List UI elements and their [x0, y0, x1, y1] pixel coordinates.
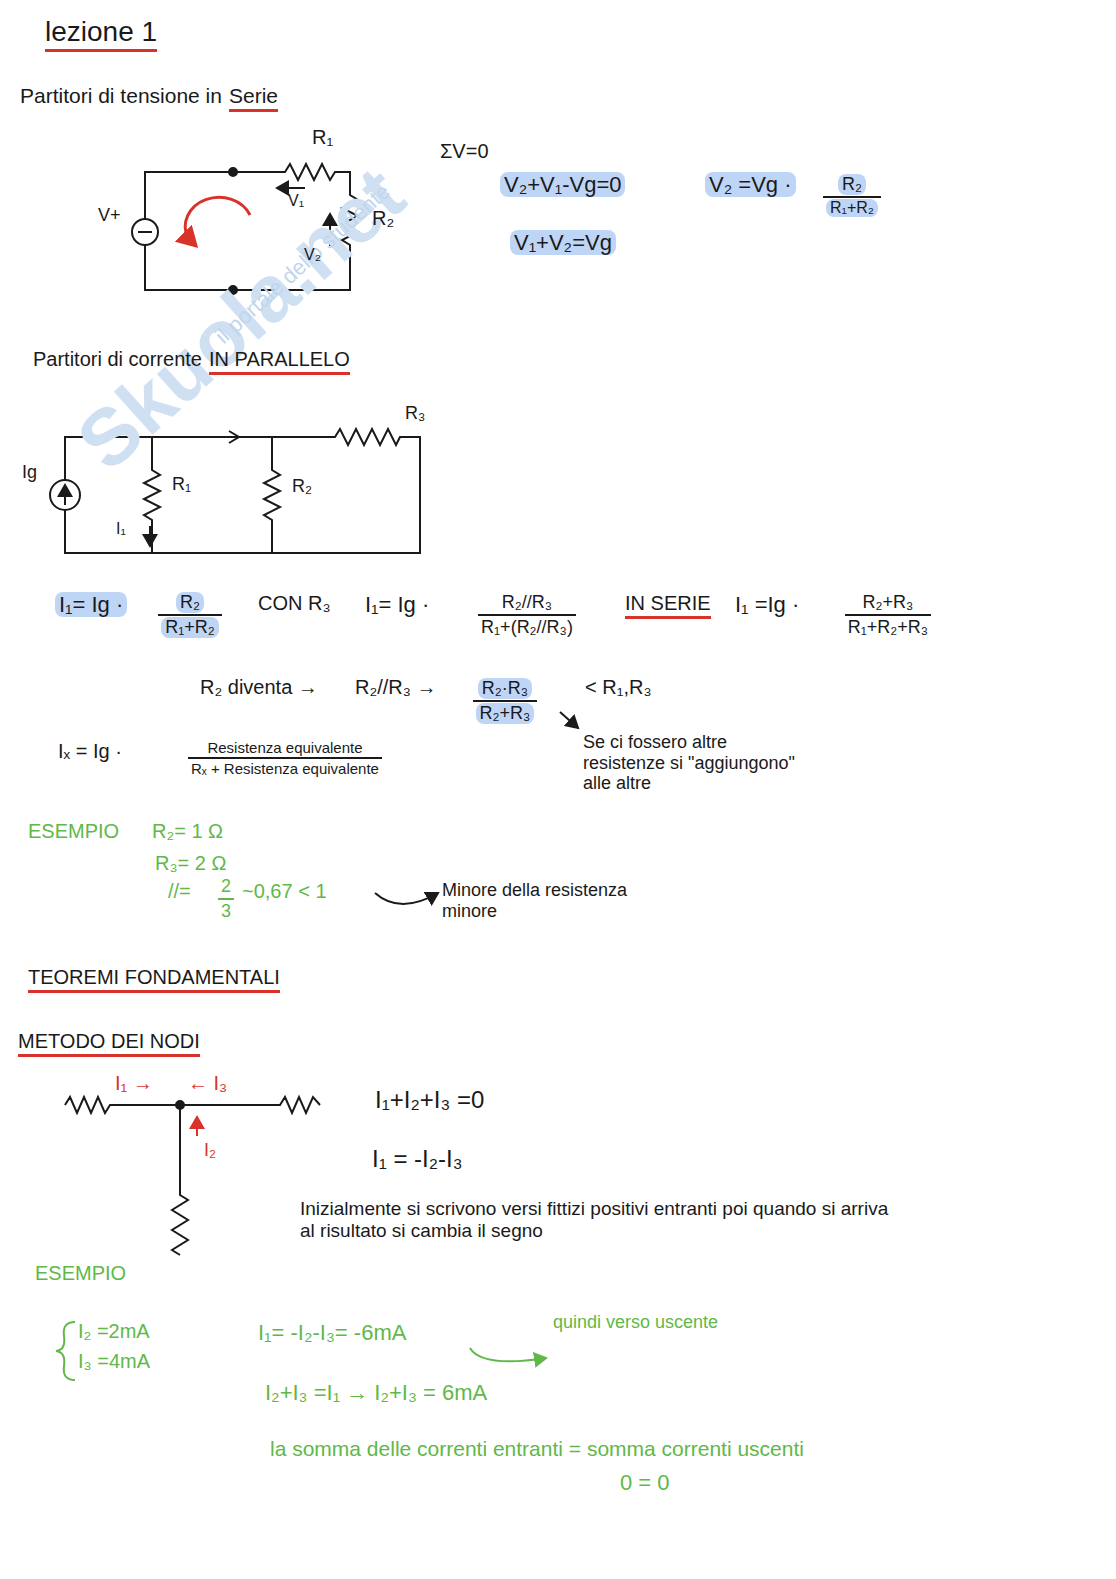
note-text: R₃ — [405, 403, 425, 424]
note-text: TEOREMI FONDAMENTALI — [28, 966, 280, 993]
note-text: la somma delle correnti entranti = somma… — [270, 1437, 804, 1461]
note-text: R₂+R₃ — [863, 592, 914, 613]
note-text: R₂ — [176, 592, 204, 613]
note-text: R₁+R₂ — [826, 199, 878, 217]
note-text: ~0,67 < 1 — [242, 880, 327, 903]
note-text: Ig — [22, 462, 37, 483]
note-text: R₂//R₃ → — [355, 676, 436, 699]
note-text: I₁ → — [115, 1072, 153, 1095]
note-text: Serie — [229, 84, 278, 112]
note-text: R₁ — [312, 126, 333, 149]
note-text: R₁+R₂ — [161, 617, 219, 638]
note-text: V+ — [98, 205, 121, 226]
note-text: I₁= -I₂-I₃= -6mA — [258, 1320, 406, 1345]
brace — [56, 1322, 75, 1380]
note-text: CON R₃ — [258, 592, 331, 615]
fraction-bar — [158, 614, 222, 616]
note-text: I₁= Ig · — [55, 592, 127, 617]
page-title: lezione 1 — [45, 16, 157, 52]
fraction-bar — [473, 700, 538, 702]
note-text: V₂ =Vg · — [705, 172, 796, 197]
note-text: Partitori di corrente — [33, 348, 202, 371]
note-text: I₂ =2mA — [78, 1320, 150, 1343]
note-text: IN PARALLELO — [209, 348, 350, 375]
note-text: ESEMPIO — [35, 1262, 126, 1285]
note-text: R₂ — [372, 207, 394, 230]
note-text: 3 — [221, 901, 231, 922]
note-text: I₃ =4mA — [78, 1350, 150, 1373]
note-text: R₂+R₃ — [476, 703, 535, 724]
note-text: V₁ — [288, 192, 304, 210]
note-text: I₁+I₂+I₃ =0 — [375, 1086, 484, 1114]
note-text: R₂= 1 Ω — [152, 820, 223, 843]
note-text: V₂ — [304, 246, 321, 264]
node-drawing — [65, 1097, 320, 1255]
note-text: Iₓ = Ig · — [58, 740, 122, 763]
note-text: < R₁,R₃ — [585, 676, 652, 699]
note-text: Minore della resistenza minore — [442, 880, 642, 921]
note-text: 0 = 0 — [620, 1470, 670, 1495]
note-text: IN SERIE — [625, 592, 711, 619]
fraction-bar — [218, 898, 234, 900]
fraction-bar — [823, 196, 881, 198]
note-text: R₁+(R₂//R₃) — [481, 617, 573, 638]
note-text: ← I₃ — [188, 1072, 227, 1095]
pointer-arrow — [470, 1348, 546, 1361]
note-text: I₁ =Ig · — [735, 592, 799, 617]
note-text: R₃= 2 Ω — [155, 852, 226, 875]
fraction-bar — [845, 614, 931, 616]
note-text: I₂+I₃ =I₁ → I₂+I₃ = 6mA — [265, 1380, 487, 1405]
note-text: I₁ — [116, 520, 126, 538]
note-text: //= — [168, 880, 191, 903]
note-text: R₂ diventa → — [200, 676, 318, 699]
note-text: R₂·R₃ — [478, 678, 532, 699]
pointer-arrow — [375, 893, 438, 904]
note-text: I₂ — [204, 1140, 216, 1161]
note-text: V₁+V₂=Vg — [510, 230, 616, 255]
note-text: Resistenza equivalente — [207, 739, 362, 756]
note-text: I₁= Ig · — [365, 592, 429, 617]
note-text: METODO DEI NODI — [18, 1030, 200, 1057]
note-text: V₂+V₁-Vg=0 — [500, 172, 625, 197]
note-text: ESEMPIO — [28, 820, 119, 843]
note-text: Partitori di tensione in — [20, 84, 222, 108]
note-text: Inizialmente si scrivono versi fittizi p… — [300, 1198, 900, 1242]
note-text: I₁ = -I₂-I₃ — [372, 1145, 463, 1173]
note-text: R₁+R₂+R₃ — [848, 617, 928, 638]
fraction-bar — [478, 614, 576, 616]
note-text: R₂//R₃ — [502, 592, 552, 613]
fraction-bar — [188, 757, 382, 759]
note-text: Rₓ + Resistenza equivalente — [191, 760, 379, 777]
note-text: ΣV=0 — [440, 140, 489, 163]
note-text: quindi verso uscente — [553, 1312, 723, 1333]
note-text: Se ci fossero altre resistenze si "aggiu… — [583, 732, 813, 794]
note-text: R₁ — [172, 474, 191, 495]
note-text: R₂ — [292, 476, 312, 497]
note-text: 2 — [221, 876, 231, 897]
note-text: R₂ — [838, 174, 866, 195]
